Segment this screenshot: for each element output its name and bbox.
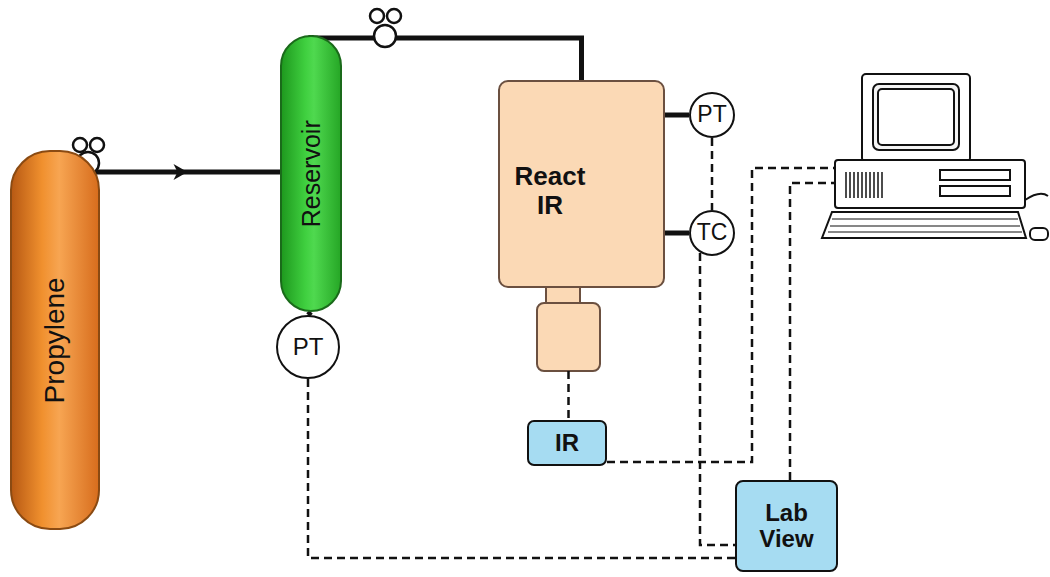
node-label: IR: [555, 430, 579, 456]
pipe-line: [665, 113, 689, 118]
pipe-line: [311, 35, 582, 80]
signal-line: [308, 379, 735, 558]
node-label: TC: [697, 220, 728, 245]
thermocouple: TC: [689, 210, 735, 256]
pipe-line: [665, 231, 689, 236]
node-label: Propylene: [40, 277, 71, 403]
instrument-box: Lab View: [735, 480, 838, 572]
signal-line: [700, 253, 735, 545]
node-label: Lab View: [747, 500, 827, 553]
pressure-transducer: PT: [276, 315, 340, 379]
node-label: React IR: [500, 162, 600, 219]
node-label: PT: [697, 102, 726, 127]
reservoir-vessel: Reservoir: [280, 35, 342, 312]
node-label: PT: [293, 334, 324, 360]
valve-symbol: [370, 9, 401, 47]
gas-cylinder: Propylene: [10, 150, 100, 530]
probe-housing: [537, 303, 600, 371]
computer-icon: [822, 74, 1048, 240]
reactor-box: React IR: [498, 80, 665, 288]
signal-line: [711, 138, 714, 210]
arrow-head: [174, 164, 188, 180]
pressure-transducer: PT: [689, 92, 735, 138]
signal-line: [567, 371, 570, 420]
instrument-box: IR: [527, 420, 607, 466]
node-label: Reservoir: [297, 120, 325, 227]
